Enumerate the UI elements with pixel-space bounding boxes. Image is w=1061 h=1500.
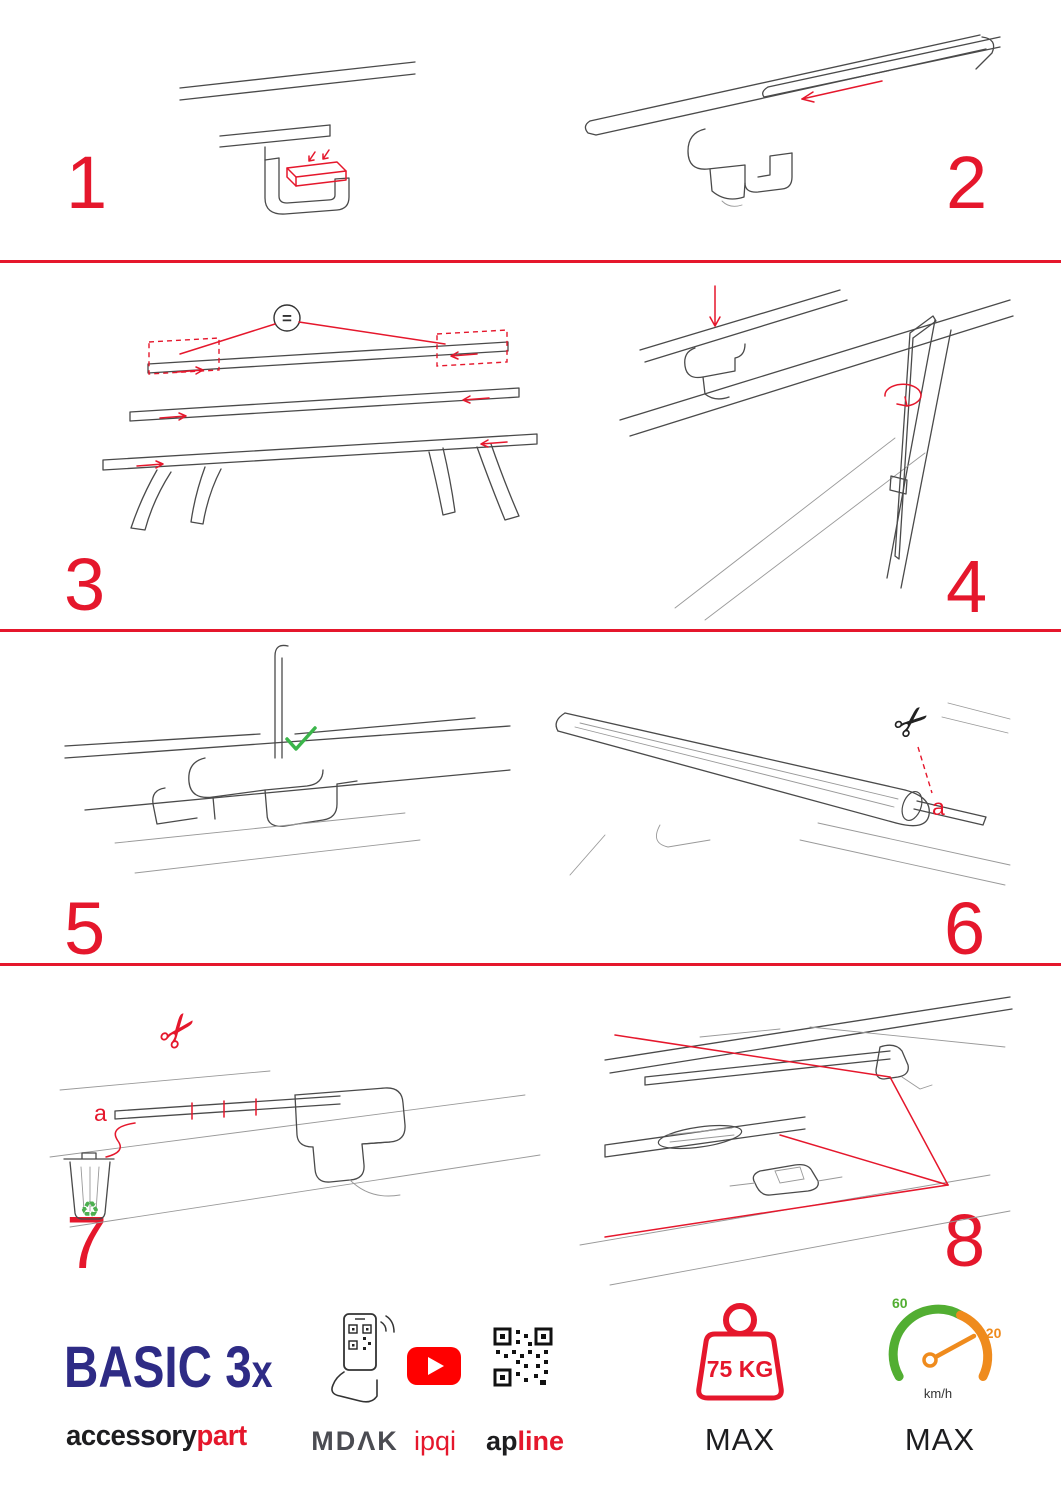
figure-step-3: =: [45, 272, 550, 537]
logo-apline-black: ap: [485, 1426, 518, 1456]
cut-label-a: a: [94, 1100, 107, 1126]
product-name: BASIC 3x: [64, 1334, 273, 1401]
step-number-1: 1: [66, 141, 108, 224]
logo-apline: apline: [480, 1426, 570, 1457]
gauge-unit-label: km/h: [924, 1386, 952, 1401]
youtube-icon: [406, 1346, 462, 1386]
section-divider: [0, 963, 1061, 966]
product-name-head: BASIC 3: [64, 1335, 252, 1400]
checkmark-icon: [285, 726, 317, 751]
speed-max-label: MAX: [904, 1422, 976, 1457]
weight-value: 75 KG: [707, 1356, 773, 1382]
figure-step-1: [165, 48, 425, 233]
brand-part-black: accessory: [66, 1420, 197, 1452]
figure-step-2: [530, 25, 1005, 225]
logo-mdak: MDΛK: [311, 1426, 399, 1456]
step-number-8: 8: [944, 1199, 986, 1282]
cut-label-a: a: [932, 794, 945, 820]
step-number-4: 4: [946, 545, 988, 628]
trash-recycle-icon: ♻: [63, 1152, 115, 1222]
brand-logo: accessorypart: [66, 1420, 247, 1453]
speedometer-icon: 60 120 km/h: [878, 1294, 1003, 1406]
scissors-icon: ✂: [883, 692, 940, 751]
scissors-icon: ✂: [146, 999, 211, 1061]
figure-step-8: [550, 985, 1020, 1290]
weight-limit-icon: 75 KG: [682, 1300, 798, 1404]
section-divider: [0, 629, 1061, 632]
logo-apline-red: line: [517, 1426, 565, 1456]
scan-phone-icon: [318, 1310, 403, 1405]
equal-spacing-symbol: =: [282, 309, 292, 328]
qr-code-icon: [492, 1326, 554, 1388]
recycle-icon: ♻: [80, 1197, 100, 1222]
brand-part-red: part: [196, 1420, 248, 1452]
section-divider: [0, 260, 1061, 263]
figure-step-5: [55, 638, 515, 908]
product-name-tail: x: [251, 1345, 273, 1397]
figure-step-6: ✂ a: [550, 675, 1011, 915]
weight-max-label: MAX: [704, 1422, 776, 1457]
step-number-6: 6: [944, 887, 986, 970]
step-number-3: 3: [64, 543, 106, 626]
gauge-max-label: 120: [978, 1325, 1002, 1341]
figure-step-7: ✂ a ♻: [40, 995, 541, 1240]
step-number-2: 2: [946, 141, 988, 224]
logo-ipqi: ipqi: [413, 1426, 457, 1456]
step-number-5: 5: [64, 887, 106, 970]
step-number-7: 7: [66, 1201, 108, 1284]
figure-step-4: [595, 278, 1015, 623]
gauge-min-label: 60: [892, 1295, 908, 1311]
